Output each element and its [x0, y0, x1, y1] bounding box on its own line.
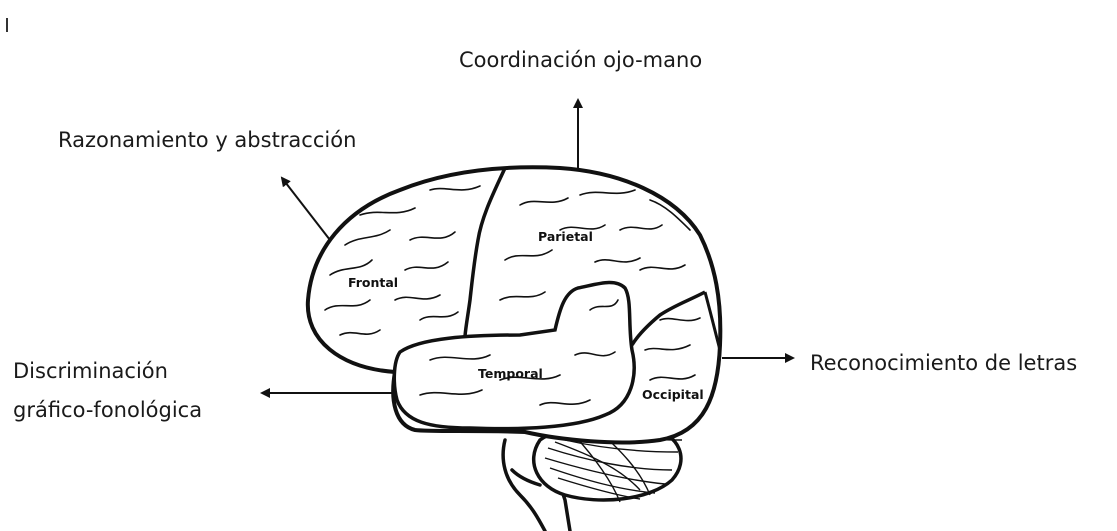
lobe-label-parietal: Parietal — [538, 229, 593, 244]
arrow-reasoning — [282, 178, 330, 240]
lobe-label-frontal: Frontal — [348, 275, 398, 290]
label-reasoning: Razonamiento y abstracción — [58, 124, 356, 157]
label-letters: Reconocimiento de letras — [810, 347, 1077, 380]
lobe-label-temporal: Temporal — [478, 366, 543, 381]
label-coordination: Coordinación ojo-mano — [459, 44, 702, 77]
label-discrimination-line1: Discriminación — [13, 355, 168, 388]
lobe-label-occipital: Occipital — [642, 387, 704, 402]
label-discrimination-line2: gráfico-fonológica — [13, 394, 202, 427]
